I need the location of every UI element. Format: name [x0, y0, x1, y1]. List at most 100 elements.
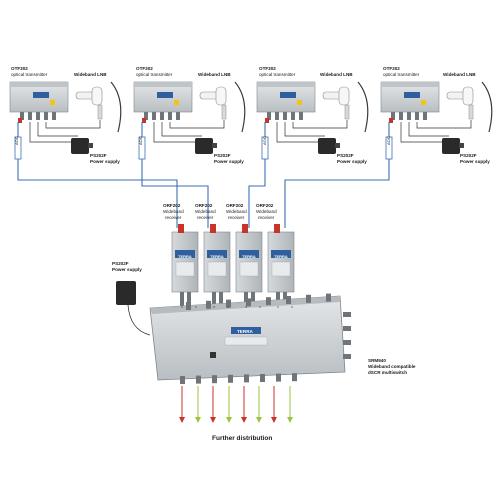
coax-cable — [277, 122, 325, 142]
lnb-head — [339, 87, 349, 105]
connector — [275, 112, 279, 120]
rx4-code: ORF202 — [256, 203, 273, 208]
connector — [291, 112, 295, 120]
distribution-arrows — [179, 386, 293, 423]
power-supply — [318, 138, 336, 154]
multiswitch-qr — [210, 352, 216, 358]
distribution-arrow-head — [271, 417, 277, 423]
receiver-optical-port — [274, 224, 280, 233]
power-plug — [459, 143, 464, 148]
warning-label — [297, 100, 302, 105]
rx1-desc2: receiver — [165, 215, 181, 220]
lnb-head — [463, 87, 473, 105]
multiswitch-desc1: Wideband compatible — [368, 364, 415, 369]
power-supply — [442, 138, 460, 154]
transmitter-top — [381, 82, 439, 87]
tx2-code: OTF302 — [136, 66, 153, 71]
distribution-arrow-head — [195, 417, 201, 423]
coax-cable — [38, 122, 78, 136]
rx4-desc1: Wideband — [256, 209, 277, 214]
rx3-desc1: Wideband — [226, 209, 247, 214]
connector — [415, 112, 419, 120]
lnb-cable — [170, 120, 224, 128]
dish-reflector — [235, 82, 245, 132]
coax-cable — [409, 122, 449, 136]
tx3-psu-desc: Power supply — [337, 159, 367, 164]
fiber4-label: AOC — [386, 136, 391, 145]
receiver-optical-port — [210, 224, 216, 233]
transmitter-badge — [157, 92, 173, 98]
connector — [44, 112, 48, 120]
tx2-psu-code: PS202F — [214, 153, 231, 158]
connector — [299, 112, 303, 120]
fiber1-label: AOC — [14, 136, 19, 145]
optical-port — [389, 118, 393, 123]
fiber2-label: AOC — [138, 136, 143, 145]
connector — [160, 112, 164, 120]
multiswitch-brand: TERRA — [237, 329, 253, 334]
connector — [52, 112, 56, 120]
tx1-code: OTF302 — [11, 66, 28, 71]
rx4-brand: TERRA — [274, 254, 288, 259]
tx4-desc: optical transmitter — [383, 72, 419, 77]
input-connector — [246, 298, 251, 306]
tx4-psu-desc: Power supply — [460, 159, 490, 164]
rx3-brand: TERRA — [242, 254, 256, 259]
coax-cable — [162, 122, 202, 136]
output-connector — [180, 376, 185, 384]
receiver-info-plate — [208, 262, 226, 276]
tx2-psu-desc: Power supply — [214, 159, 244, 164]
connector — [283, 112, 287, 120]
input-connector — [206, 301, 211, 309]
coax-cable — [401, 122, 449, 142]
input-connector — [286, 296, 291, 304]
output-connector — [260, 374, 265, 382]
rx2-code: ORF202 — [195, 203, 212, 208]
warning-label — [50, 100, 55, 105]
transmitter-group-3 — [257, 82, 368, 154]
warning-label — [421, 100, 426, 105]
output-connector — [276, 374, 281, 382]
dish-reflector — [482, 82, 492, 132]
tx2-desc: optical transmitter — [136, 72, 172, 77]
transmitter-top — [10, 82, 68, 87]
receiver-4 — [268, 224, 294, 306]
power-cable — [128, 305, 150, 335]
connector — [36, 112, 40, 120]
receiver-info-plate — [176, 262, 194, 276]
distribution-arrow-head — [226, 417, 232, 423]
connector — [399, 112, 403, 120]
transmitter-badge — [33, 92, 49, 98]
optical-port — [265, 118, 269, 123]
tx3-code: OTF302 — [259, 66, 276, 71]
connector — [423, 112, 427, 120]
coax-cable — [154, 122, 202, 142]
input-connector — [306, 295, 311, 303]
tx3-psu-code: PS202F — [337, 153, 354, 158]
power-supply — [195, 138, 213, 154]
side-connector — [343, 340, 351, 345]
connector — [28, 112, 32, 120]
tx4-lnb: Wideband LNB — [443, 72, 476, 77]
multiswitch-unit — [116, 281, 351, 384]
power-supply — [71, 138, 89, 154]
distribution-arrow-head — [287, 417, 293, 423]
output-connector — [228, 375, 233, 383]
input-connector — [326, 294, 331, 302]
rx3-code: ORF202 — [226, 203, 243, 208]
lnb-cable — [46, 120, 100, 128]
lnb-head — [92, 87, 102, 105]
lnb-arm — [345, 105, 349, 119]
tx1-desc: optical transmitter — [11, 72, 47, 77]
rx4-desc2: receiver — [258, 215, 274, 220]
receiver-2 — [204, 224, 230, 306]
transmitter-top — [134, 82, 192, 87]
lnb-cable — [293, 120, 347, 128]
fiber-link-1 — [18, 122, 177, 228]
power-plug — [335, 143, 340, 148]
tx1-psu-desc: Power supply — [90, 159, 120, 164]
connector — [152, 112, 156, 120]
input-connector — [186, 302, 191, 310]
ms-psu-code: PS202F — [112, 261, 129, 266]
